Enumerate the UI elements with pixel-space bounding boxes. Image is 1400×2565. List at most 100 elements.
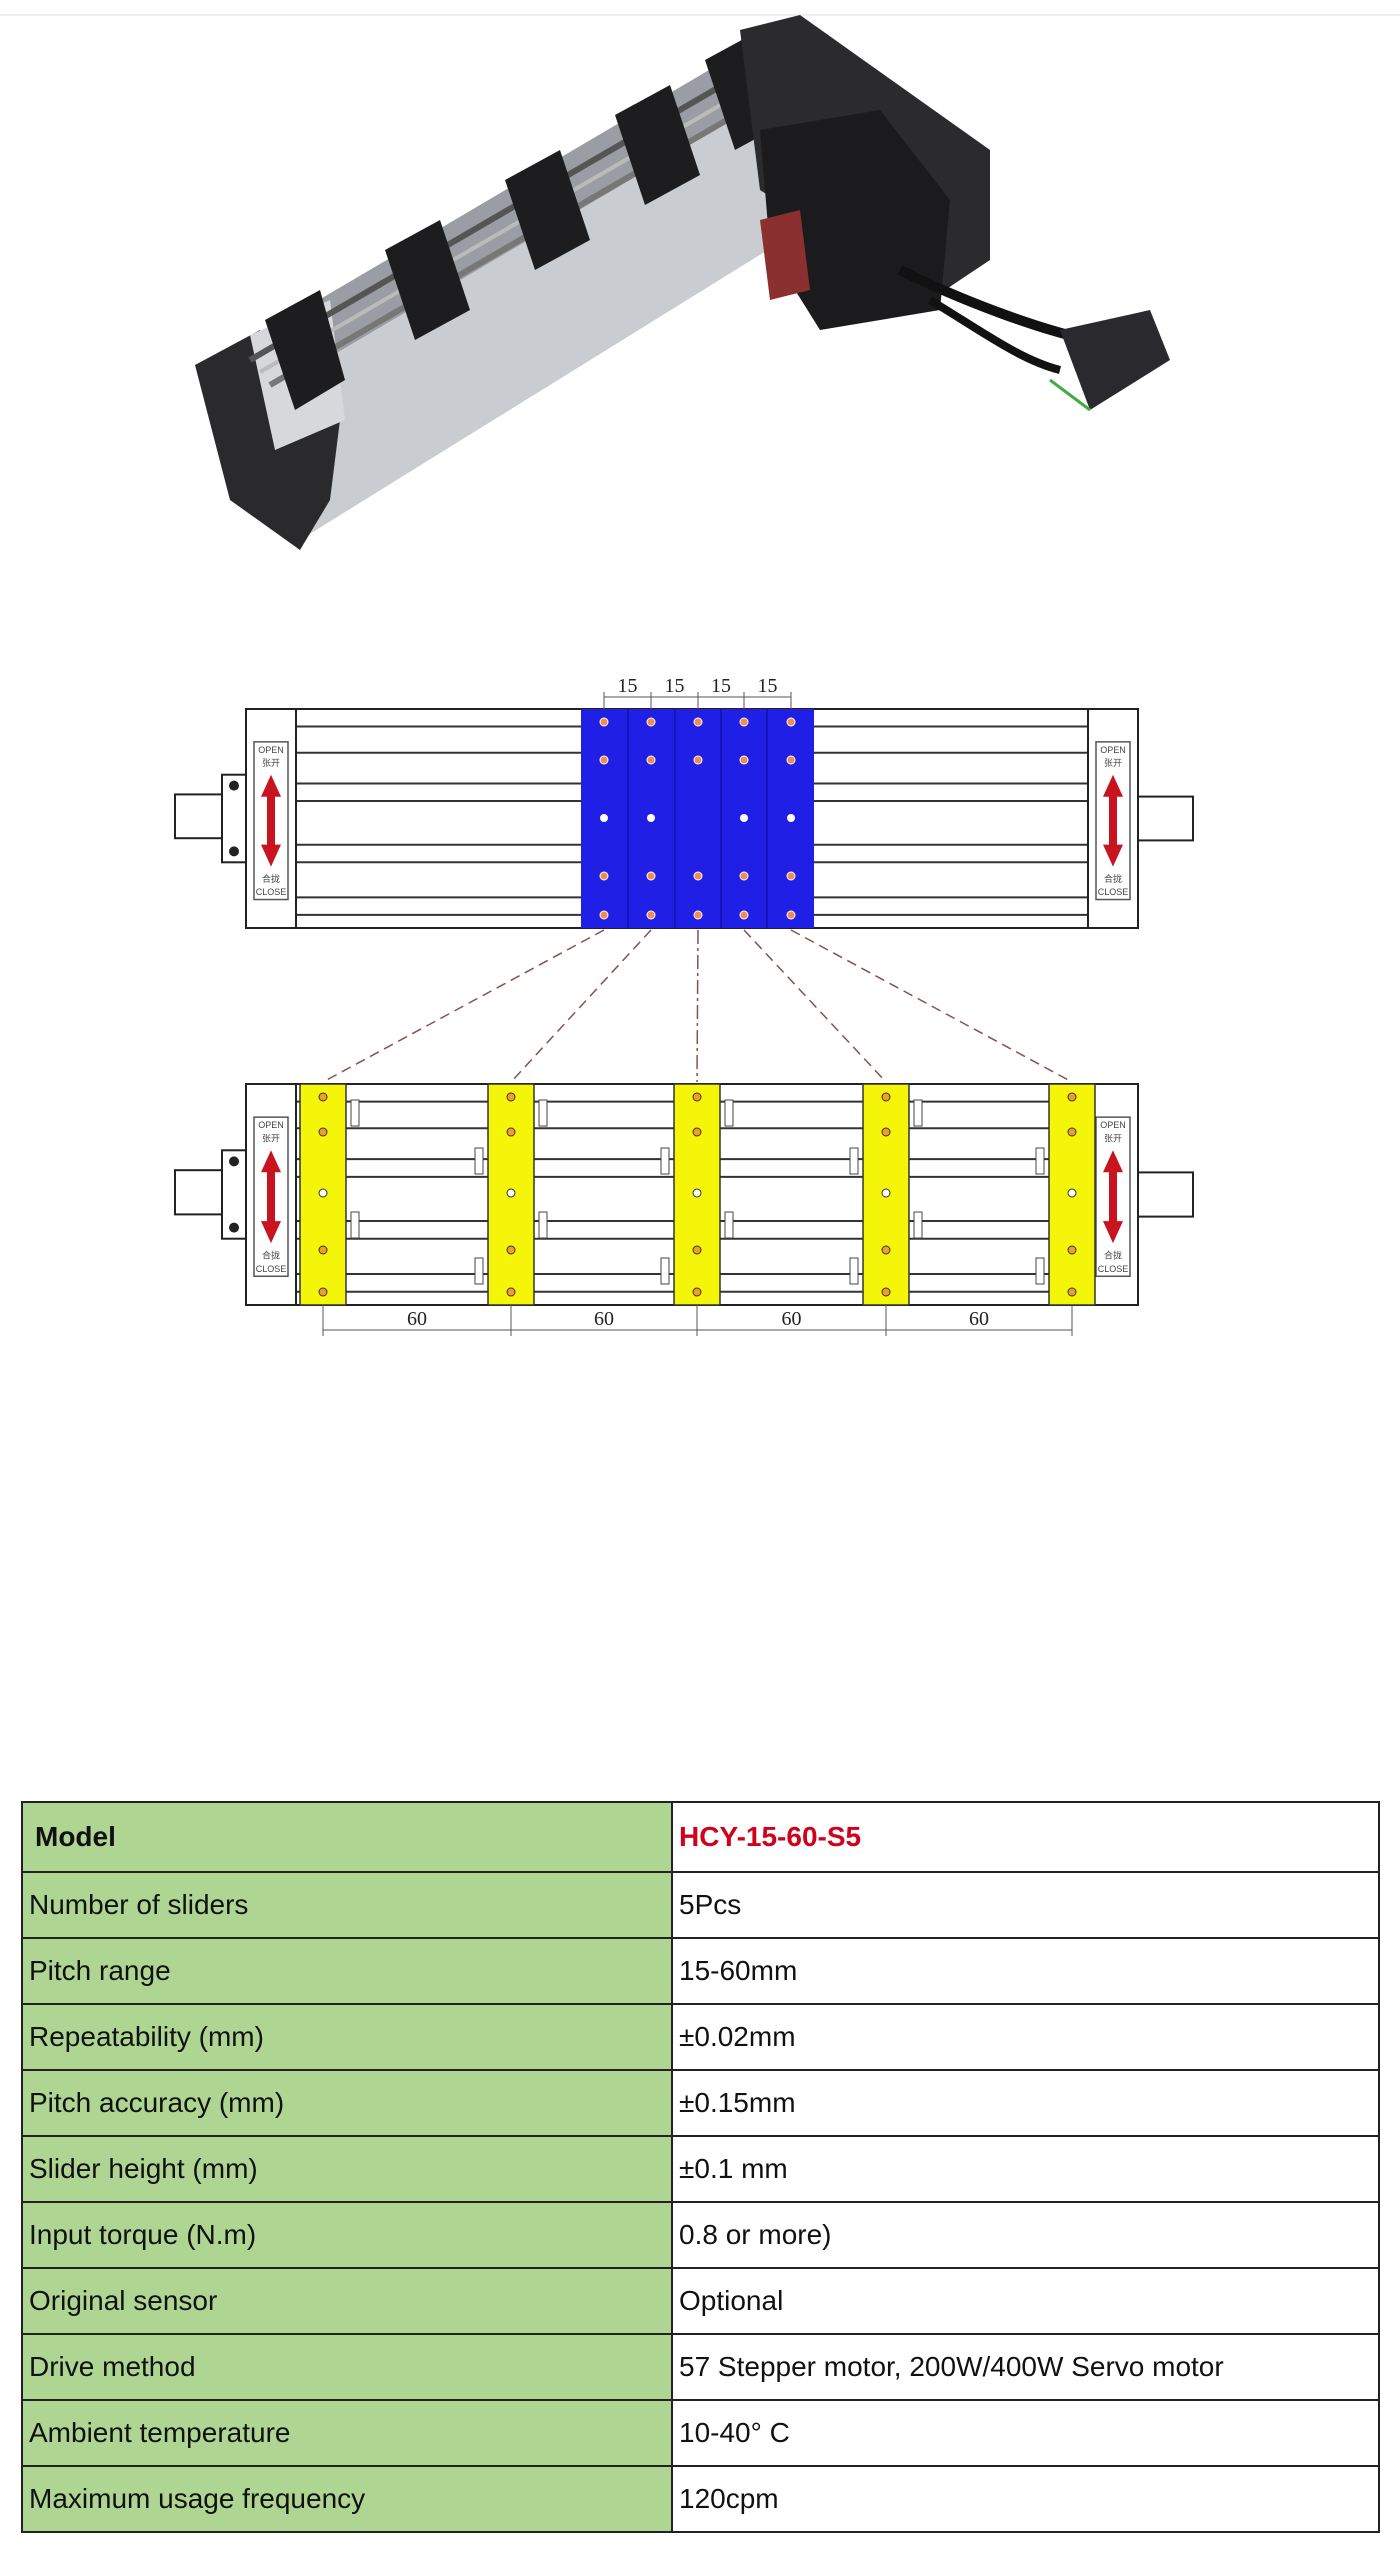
- correspondence-line: [790, 929, 1073, 1083]
- mounting-hole: [506, 1245, 516, 1255]
- mounting-hole: [318, 1127, 328, 1137]
- bolt: [229, 780, 239, 791]
- mounting-hole: [599, 755, 609, 765]
- mounting-hole: [693, 717, 703, 727]
- spec-value: Optional: [671, 2267, 1380, 2335]
- mounting-hole: [881, 1245, 891, 1255]
- spec-label: Maximum usage frequency: [21, 2465, 673, 2533]
- output-shaft: [1137, 1171, 1194, 1218]
- open-close-arrow-icon: [1103, 1150, 1123, 1244]
- spec-label: Ambient temperature: [21, 2399, 673, 2467]
- close-label: CLOSE: [256, 1264, 287, 1274]
- guide-tab: [474, 1257, 484, 1285]
- guide-tab: [724, 1211, 734, 1239]
- mounting-hole: [1067, 1245, 1077, 1255]
- mounting-hole: [318, 1092, 328, 1102]
- mounting-hole: [786, 871, 796, 881]
- mounting-hole: [692, 1287, 702, 1297]
- spec-value: 10-40° C: [671, 2399, 1380, 2467]
- product-photo: [195, 15, 1170, 550]
- spec-label: Pitch accuracy (mm): [21, 2069, 673, 2137]
- bolt: [229, 1156, 239, 1167]
- correspondence-line: [322, 929, 605, 1083]
- open-close-arrow-icon: [261, 1150, 281, 1244]
- table-row: Slider height (mm)±0.1 mm: [21, 2135, 1380, 2203]
- guide-tab: [913, 1211, 923, 1239]
- open-label-cn: 张开: [262, 1133, 280, 1143]
- open-label: OPEN: [1100, 745, 1126, 755]
- spec-value: ±0.1 mm: [671, 2135, 1380, 2203]
- open-label: OPEN: [258, 745, 284, 755]
- spec-label: Number of sliders: [21, 1871, 673, 1939]
- mounting-hole: [506, 1127, 516, 1137]
- guide-tab: [660, 1257, 670, 1285]
- pitch-label-max: 60: [407, 1308, 427, 1330]
- mounting-hole: [739, 910, 749, 920]
- spec-label: Original sensor: [21, 2267, 673, 2335]
- close-label: CLOSE: [1098, 887, 1129, 897]
- output-shaft: [1137, 795, 1194, 842]
- mounting-hole: [786, 717, 796, 727]
- mounting-hole: [692, 1092, 702, 1102]
- guide-tab: [849, 1257, 859, 1285]
- open-close-arrow-icon: [1103, 774, 1123, 867]
- mounting-hole: [1067, 1127, 1077, 1137]
- open-label: OPEN: [258, 1120, 284, 1130]
- pitch-label-min: 15: [758, 675, 778, 697]
- mounting-hole: [506, 1092, 516, 1102]
- mounting-hole: [787, 814, 795, 822]
- mounting-hole: [599, 910, 609, 920]
- spec-value: 120cpm: [671, 2465, 1380, 2533]
- guide-tab: [913, 1099, 923, 1127]
- open-label: OPEN: [1100, 1120, 1126, 1130]
- mounting-hole: [1067, 1092, 1077, 1102]
- pitch-label-max: 60: [594, 1308, 614, 1330]
- pitch-label-min: 15: [665, 675, 685, 697]
- correspondence-line: [743, 929, 887, 1083]
- mounting-hole: [318, 1245, 328, 1255]
- mounting-hole: [692, 1245, 702, 1255]
- table-row: Pitch accuracy (mm)±0.15mm: [21, 2069, 1380, 2137]
- open-close-arrow-icon: [261, 774, 281, 867]
- bolt: [229, 846, 239, 857]
- spec-value: 15-60mm: [671, 1937, 1380, 2005]
- mounting-hole: [881, 1188, 891, 1198]
- mounting-hole: [599, 717, 609, 727]
- bolt: [229, 1222, 239, 1233]
- mounting-hole: [506, 1188, 516, 1198]
- table-row-model: Model HCY-15-60-S5: [21, 1801, 1380, 1873]
- table-row: Repeatability (mm)±0.02mm: [21, 2003, 1380, 2071]
- guide-tab: [350, 1099, 360, 1127]
- open-label-cn: 张开: [1104, 1133, 1122, 1143]
- model-label: Model: [21, 1801, 673, 1873]
- pitch-label-min: 15: [618, 675, 638, 697]
- mounting-hole: [786, 910, 796, 920]
- mounting-hole: [881, 1127, 891, 1137]
- spec-label: Slider height (mm): [21, 2135, 673, 2203]
- table-row: Input torque (N.m)0.8 or more): [21, 2201, 1380, 2269]
- mounting-hole: [881, 1287, 891, 1297]
- mounting-hole: [740, 814, 748, 822]
- mounting-hole: [646, 755, 656, 765]
- guide-tab: [660, 1147, 670, 1175]
- input-shaft: [174, 793, 223, 840]
- close-label-cn: 合拢: [1104, 873, 1122, 884]
- spec-label: Input torque (N.m): [21, 2201, 673, 2269]
- open-label-cn: 张开: [1104, 758, 1122, 768]
- spec-value: 57 Stepper motor, 200W/400W Servo motor: [671, 2333, 1380, 2401]
- mounting-hole: [318, 1287, 328, 1297]
- spec-value: ±0.02mm: [671, 2003, 1380, 2071]
- mounting-hole: [692, 1188, 702, 1198]
- close-label: CLOSE: [1098, 1264, 1129, 1274]
- mounting-hole: [693, 910, 703, 920]
- mounting-hole: [600, 814, 608, 822]
